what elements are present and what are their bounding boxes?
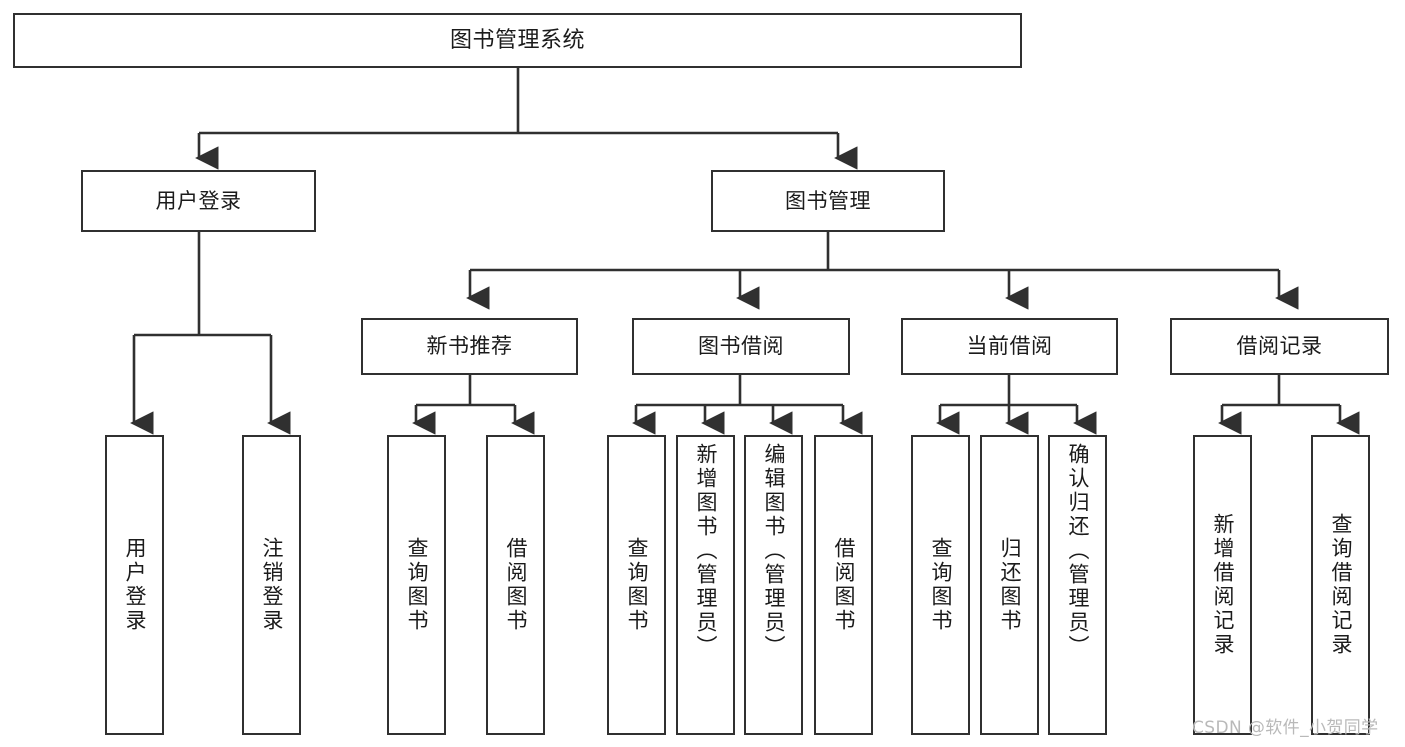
leaf-user-login-login[interactable]: 用户登录 xyxy=(105,435,164,735)
node-current-borrow[interactable]: 当前借阅 xyxy=(901,318,1118,375)
leaf-new-book-borrow-book[interactable]: 借阅图书 xyxy=(486,435,545,735)
node-label: 用户登录 xyxy=(123,537,147,633)
node-label: 归还图书 xyxy=(998,537,1022,633)
node-user-login[interactable]: 用户登录 xyxy=(81,170,316,232)
node-label: 借阅图书 xyxy=(832,537,856,633)
node-label: 用户登录 xyxy=(155,188,242,213)
leaf-borrow-record-query-record[interactable]: 查询借阅记录 xyxy=(1311,435,1370,735)
leaf-new-book-query-book[interactable]: 查询图书 xyxy=(387,435,446,735)
node-label: 借阅图书 xyxy=(504,537,528,633)
leaf-current-borrow-confirm-return-admin[interactable]: 确认归还（管理员） xyxy=(1048,435,1107,735)
node-book-management[interactable]: 图书管理 xyxy=(711,170,945,232)
node-label: 新增借阅记录 xyxy=(1211,513,1235,657)
node-label: 新书推荐 xyxy=(426,334,513,359)
node-label: 图书管理系统 xyxy=(449,27,585,53)
leaf-borrow-record-add-record[interactable]: 新增借阅记录 xyxy=(1193,435,1252,735)
watermark-text: CSDN @软件_小贺同学 xyxy=(1192,718,1379,738)
node-label: 查询图书 xyxy=(625,537,649,633)
node-root-book-management-system[interactable]: 图书管理系统 xyxy=(13,13,1022,68)
node-label: 当前借阅 xyxy=(966,334,1053,359)
leaf-current-borrow-return-book[interactable]: 归还图书 xyxy=(980,435,1039,735)
node-borrow-record[interactable]: 借阅记录 xyxy=(1170,318,1389,375)
leaf-book-borrow-query-book[interactable]: 查询图书 xyxy=(607,435,666,735)
node-label: 查询图书 xyxy=(929,537,953,633)
leaf-book-borrow-add-book-admin[interactable]: 新增图书（管理员） xyxy=(676,435,735,735)
node-label: 编辑图书（管理员） xyxy=(762,443,786,659)
node-label: 查询图书 xyxy=(405,537,429,633)
leaf-book-borrow-borrow-book[interactable]: 借阅图书 xyxy=(814,435,873,735)
node-label: 借阅记录 xyxy=(1236,334,1323,359)
leaf-book-borrow-edit-book-admin[interactable]: 编辑图书（管理员） xyxy=(744,435,803,735)
node-label: 注销登录 xyxy=(260,537,284,633)
node-label: 新增图书（管理员） xyxy=(694,443,718,659)
node-label: 图书借阅 xyxy=(698,334,784,359)
node-label: 图书管理 xyxy=(785,188,871,213)
leaf-user-login-logout[interactable]: 注销登录 xyxy=(242,435,301,735)
node-label: 查询借阅记录 xyxy=(1329,513,1353,657)
node-new-book-recommend[interactable]: 新书推荐 xyxy=(361,318,578,375)
leaf-current-borrow-query-book[interactable]: 查询图书 xyxy=(911,435,970,735)
node-label: 确认归还（管理员） xyxy=(1066,443,1090,659)
node-book-borrow[interactable]: 图书借阅 xyxy=(632,318,850,375)
